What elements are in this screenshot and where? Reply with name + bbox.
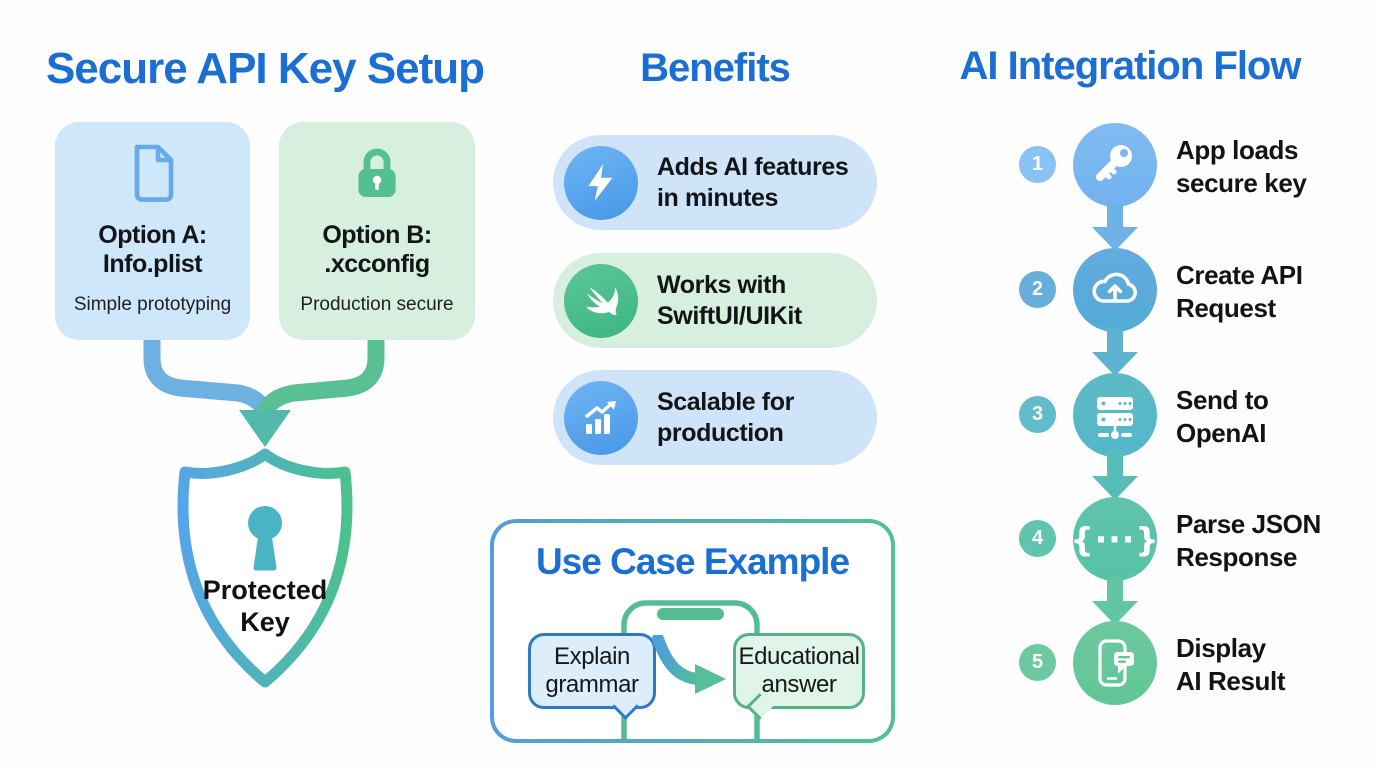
flow-step-circle [1073,123,1157,207]
down-arrow-icon [1092,203,1138,251]
down-arrow-icon [1092,452,1138,500]
swift-bird-icon [564,263,638,338]
option-a-title: Option A: Info.plist [98,221,207,278]
json-braces-icon: {···} [1070,519,1160,559]
step-number-badge: 5 [1019,644,1056,681]
down-arrow-icon [1092,328,1138,376]
option-a-subtitle: Simple prototyping [73,294,232,315]
cloud-upload-icon [1092,272,1137,303]
answer-bubble: Educational answer [733,633,865,709]
lightning-icon [564,145,638,220]
step-number-badge: 4 [1019,520,1056,557]
protected-key-label: Protected Key [202,575,328,638]
benefit-text: Works with SwiftUI/UIKit [657,271,802,330]
flow-step-circle [1073,373,1157,457]
benefit-item-speed: Adds AI features in minutes [553,135,877,230]
lock-icon [358,148,396,197]
key-icon [1096,145,1132,181]
option-b-title: Option B: .xcconfig [322,221,432,278]
step-number-badge: 1 [1019,146,1056,183]
use-case-box: Use Case Example Explain grammar E [490,519,895,743]
benefit-item-swift: Works with SwiftUI/UIKit [553,253,877,348]
use-case-title: Use Case Example [535,541,850,582]
option-b-subtitle: Production secure [300,294,454,315]
growth-chart-icon [564,380,638,455]
down-arrowhead-icon [239,410,291,447]
flow-step-circle [1073,621,1157,705]
shield-keyhole-icon [177,448,353,688]
benefit-item-scale: Scalable for production [553,370,877,465]
benefit-text: Scalable for production [657,388,794,447]
prompt-bubble: Explain grammar [528,633,656,709]
flow-title: AI Integration Flow [959,44,1302,88]
secure-setup-title: Secure API Key Setup [45,44,485,93]
connector-blue-branch [143,328,275,423]
server-icon [1097,397,1133,439]
benefit-text: Adds AI features in minutes [657,153,849,212]
keyhole-icon [248,506,282,540]
step-number-badge: 3 [1019,396,1056,433]
down-arrow-icon [1092,577,1138,625]
connector-green-branch [255,328,385,423]
merge-connector [143,328,385,447]
curved-arrow-icon [652,635,726,694]
phone-chat-icon [1098,639,1134,687]
step-number-badge: 2 [1019,271,1056,308]
flow-step-circle [1073,248,1157,332]
option-b-card: Option B: .xcconfig Production secure [279,122,475,340]
flow-step-circle: {···} [1070,497,1160,581]
document-icon [134,144,173,202]
benefits-title: Benefits [640,46,791,90]
use-case-inner: Use Case Example Explain grammar E [494,523,891,739]
option-a-card: Option A: Info.plist Simple prototyping [55,122,250,340]
